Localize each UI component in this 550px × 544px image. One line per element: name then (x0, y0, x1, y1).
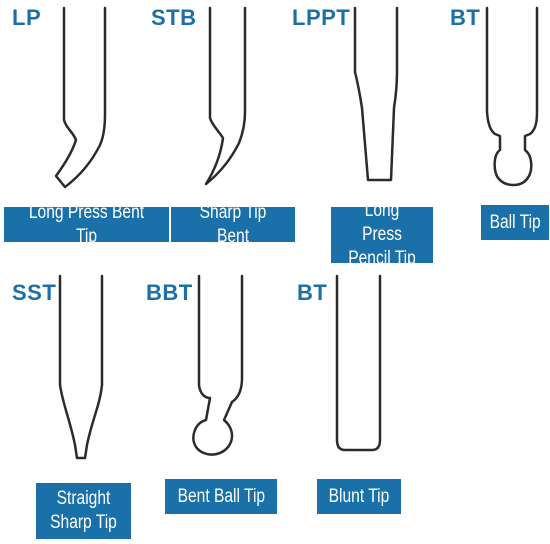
sst-tip-outline (58, 274, 104, 460)
label-bent-ball-tip: Bent Ball Tip (165, 479, 277, 514)
stb-tip-outline (204, 6, 247, 186)
bbt-tip-outline (192, 274, 244, 456)
tip-code-bt-ball: BT (450, 5, 481, 30)
label-ball-tip: Ball Tip (481, 205, 549, 240)
tip-code-sst: SST (12, 280, 57, 305)
tip-code-bt-blunt: BT (297, 280, 328, 305)
label-long-press-pencil-tip: Long Press Pencil Tip (331, 200, 433, 269)
label-blunt-tip: Blunt Tip (317, 479, 401, 514)
lp-tip-outline (54, 6, 107, 189)
tip-code-lppt: LPPT (292, 5, 351, 30)
tip-code-lp: LP (12, 5, 42, 30)
label-long-press-bent-tip: Long Press Bent Tip (4, 202, 169, 247)
tip-code-bbt: BBT (146, 280, 193, 305)
tip-code-stb: STB (151, 5, 197, 30)
label-straight-sharp-tip: Straight Sharp Tip (36, 483, 131, 539)
bt-blunt-tip-outline (335, 274, 382, 452)
label-sharp-tip-bent: Sharp Tip Bent (171, 202, 295, 247)
bt-ball-tip-outline (485, 6, 539, 187)
lppt-tip-outline (353, 6, 399, 182)
